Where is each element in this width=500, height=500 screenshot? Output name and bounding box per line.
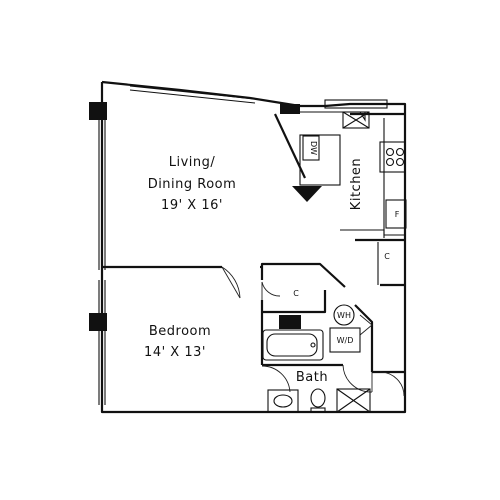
interior-walls bbox=[102, 111, 405, 374]
kitchen-label: Kitchen bbox=[349, 158, 364, 210]
kitchen-closet-label: C bbox=[384, 252, 390, 261]
bath-sink bbox=[267, 389, 299, 413]
structural-columns bbox=[89, 102, 301, 331]
kitchen-fixtures bbox=[292, 111, 407, 229]
living-room-label-line2: Dining Room bbox=[148, 177, 237, 192]
water-heater bbox=[333, 304, 355, 326]
water-heater-label: WH bbox=[337, 311, 351, 320]
bath-label: Bath bbox=[296, 370, 328, 385]
dishwasher-label: DW bbox=[309, 141, 318, 155]
living-room-dimensions: 19' X 16' bbox=[161, 198, 223, 213]
bath-fixtures bbox=[262, 304, 371, 413]
doors bbox=[221, 266, 405, 397]
washer-dryer-label: W/D bbox=[337, 336, 354, 345]
bath-closet-label: C bbox=[293, 289, 299, 298]
fridge-label: F bbox=[395, 210, 400, 219]
dishwasher-box bbox=[302, 135, 320, 161]
exterior-walls bbox=[98, 80, 407, 414]
bedroom-label: Bedroom bbox=[149, 324, 211, 339]
living-room-label-line1: Living/ bbox=[169, 155, 216, 170]
bedroom-dimensions: 14' X 13' bbox=[144, 345, 206, 360]
bathtub bbox=[262, 329, 324, 361]
fridge-box bbox=[385, 199, 407, 229]
washer-dryer-box bbox=[329, 327, 361, 353]
toilet bbox=[310, 388, 326, 408]
